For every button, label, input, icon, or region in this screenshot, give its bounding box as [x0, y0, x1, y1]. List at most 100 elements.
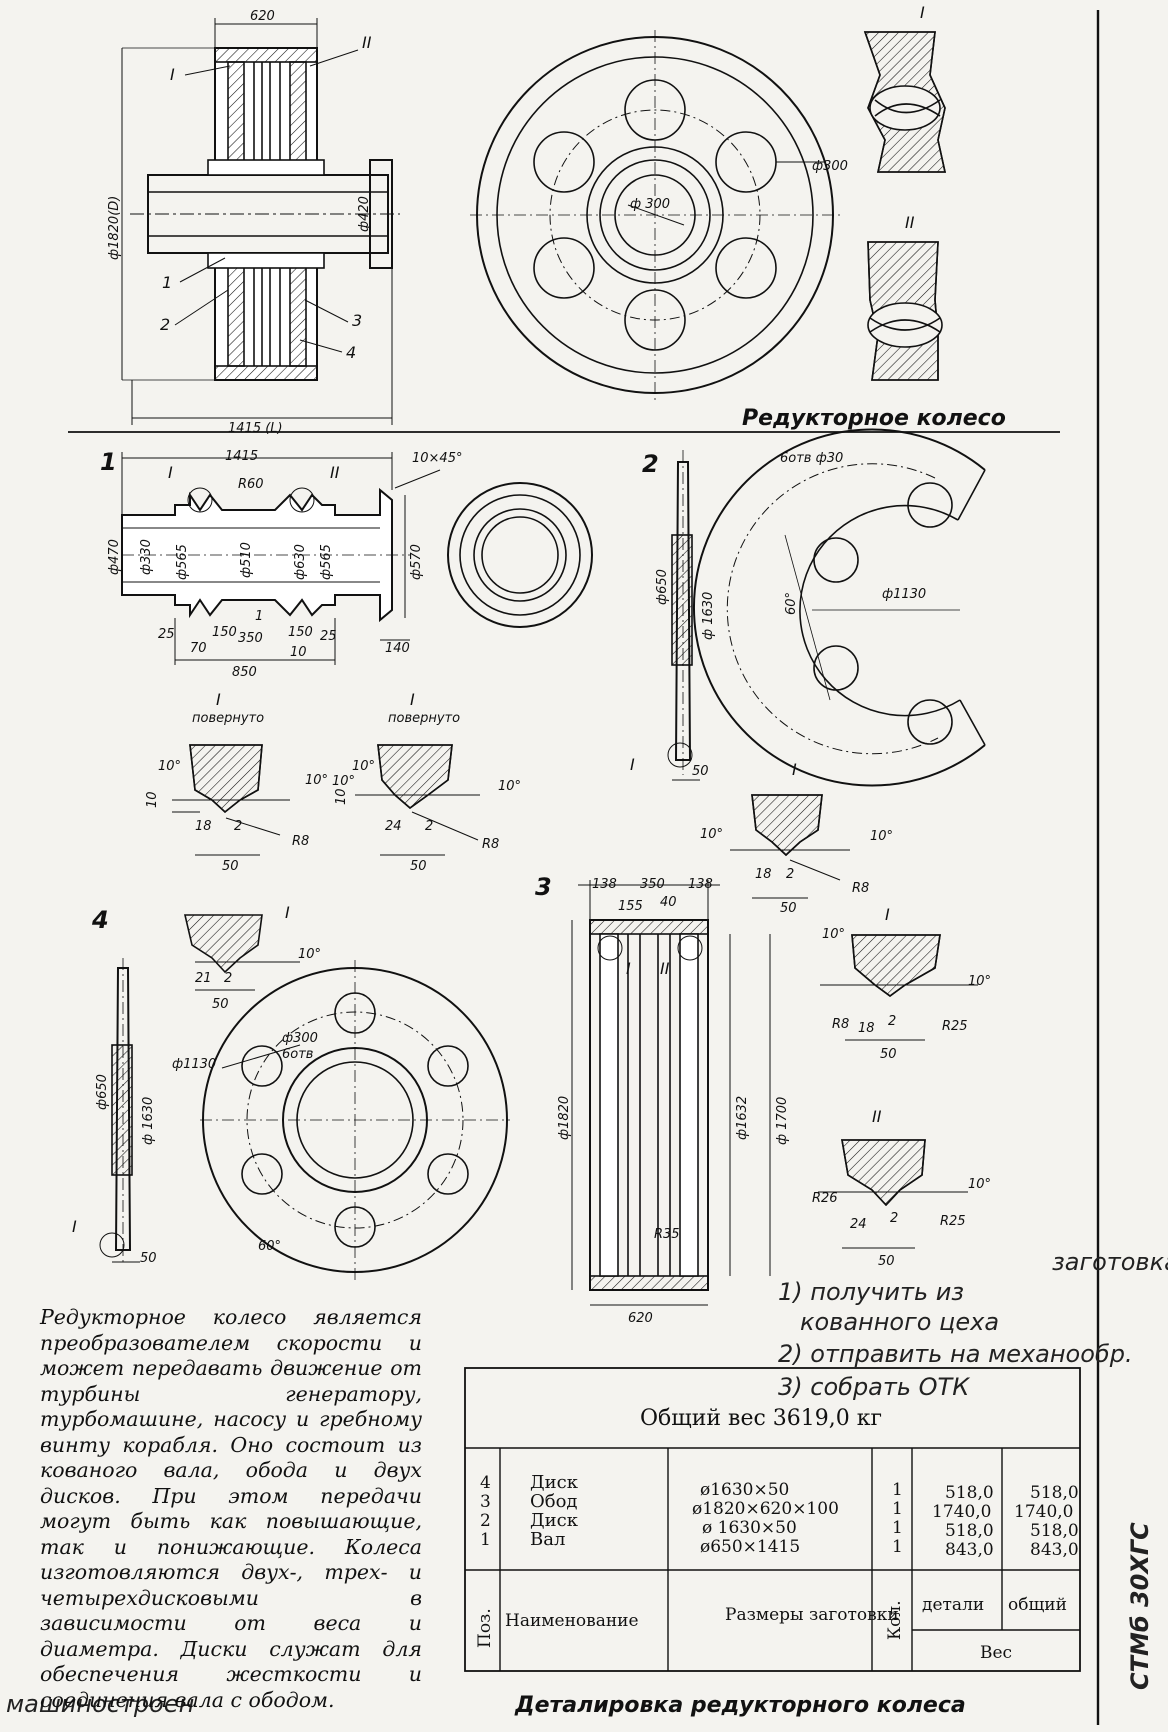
p3-dim-r35: R35 [654, 1227, 680, 1242]
hand-line-0: заготовка [1052, 1248, 1168, 1276]
p3-detI-title: I [885, 905, 890, 924]
p3-detI-angle-b: 10° [968, 974, 991, 989]
table-name-2: Диск [530, 1510, 579, 1531]
p3-dim-1700: ф 1700 [775, 1097, 790, 1145]
p1-detL-50: 50 [222, 859, 239, 874]
part3-detail-I [820, 934, 978, 1041]
p3-detII-angle: 10° [968, 1177, 991, 1192]
p3-detII-2: 2 [890, 1211, 898, 1226]
p2-det-title: I [792, 760, 797, 779]
p1-dim-25a: 25 [158, 627, 175, 642]
part1-labels: 1 1415 10×45° R60 I II ф470 ф330 ф565 ф5… [100, 448, 462, 680]
table-pos-0: 4 [480, 1473, 491, 1493]
p3-detII-24: 24 [850, 1217, 867, 1232]
p3-detI-18: 18 [858, 1021, 875, 1036]
table-header-part: детали [922, 1595, 984, 1615]
p1-dim-350: 350 [238, 631, 263, 646]
front-view-labels: ф 300 ф300 [630, 159, 848, 212]
hand-bottom-note: машиностроен [6, 1690, 194, 1718]
section-II-title: II [905, 213, 915, 232]
table-size-1: ø1820×620×100 [692, 1499, 839, 1519]
p3-detI-r25: R25 [942, 1019, 968, 1034]
p3-detI-angle-a: 10° [822, 927, 845, 942]
callout-II-top: II [362, 33, 372, 52]
p3-dim-1820: ф1820 [557, 1096, 572, 1140]
p2-callout-I: I [630, 755, 635, 774]
part1-detail-right [355, 744, 480, 856]
dim-420: ф420 [357, 196, 372, 232]
handwritten-notes: заготовка 1) получить из кованного цеха … [6, 1248, 1168, 1718]
dim-300-center: ф 300 [630, 197, 670, 212]
p3-dim-138b: 138 [688, 877, 713, 892]
p1-dim-570: ф570 [409, 544, 424, 580]
weld-section-top-I [863, 31, 946, 173]
p2-dim-pcd: ф1130 [882, 587, 926, 602]
part4-front-view [200, 960, 510, 1280]
p1-detL-title: I [216, 690, 221, 709]
callout-2: 2 [160, 315, 170, 334]
p2-dim-60: 60° [784, 592, 799, 615]
p1-detR-angle-b: 10° [332, 774, 355, 789]
p3-dim-1632: ф1632 [735, 1096, 750, 1140]
p3-dim-40: 40 [660, 895, 677, 910]
table-name-1: Обод [530, 1491, 578, 1512]
p3-callout-II: II [660, 959, 670, 978]
part2-detail-labels: I 10° 10° 18 2 50 R8 [700, 760, 893, 916]
p1-detL-angle-b: 10° [305, 773, 328, 788]
assembly-dim-labels: 620 ф1820(D) 1415 (L) ф420 I II 1 2 3 4 [107, 9, 372, 436]
p1-dim-630: ф630 [293, 544, 308, 580]
p1-dim-70: 70 [190, 641, 207, 656]
p1-dim-1: 1 [255, 609, 263, 624]
table-qty-1: 1 [892, 1499, 903, 1519]
p4-dim-holes-b: 6отв [282, 1047, 313, 1062]
part4-detail-labels: I 10° 21 2 50 [195, 903, 321, 1012]
dim-300-hole: ф300 [812, 159, 848, 174]
p2-det-50: 50 [780, 901, 797, 916]
p3-detII-r25: R25 [940, 1214, 966, 1229]
p1-dim-chamfer: 10×45° [412, 451, 462, 466]
p1-detL-subtitle: повернуто [192, 711, 264, 726]
p4-det-2: 2 [224, 971, 232, 986]
part4-number: 4 [91, 906, 109, 934]
p1-dim-10: 10 [290, 645, 307, 660]
p2-dim-holes: 6отв ф30 [780, 451, 843, 466]
table-header-total: общий [1008, 1595, 1067, 1615]
table-pos-3: 1 [480, 1530, 491, 1550]
p3-detI-50: 50 [880, 1047, 897, 1062]
part4-side-labels: 4 ф650 ф 1630 50 I [72, 906, 157, 1266]
p3-detI-2: 2 [888, 1014, 896, 1029]
part3-detail-II [818, 1139, 968, 1249]
p2-det-18: 18 [755, 867, 772, 882]
p1-dim-470: ф470 [107, 539, 122, 575]
hand-line-2: кованного цеха [800, 1308, 999, 1336]
p1-detR-angle-a: 10° [352, 759, 375, 774]
callout-I-top: I [170, 65, 175, 84]
part1-end-view [447, 482, 593, 628]
hand-line-3: 2) отправить на механообр. [778, 1340, 1133, 1368]
table-size-3: ø650×1415 [700, 1537, 800, 1557]
table-pos-1: 3 [480, 1492, 491, 1512]
p1-detR-50: 50 [410, 859, 427, 874]
p1-detR-angle-c: 10° [498, 779, 521, 794]
table-caption: Деталировка редукторного колеса [514, 1693, 966, 1718]
p3-callout-I: I [626, 959, 631, 978]
p3-dim-350: 350 [640, 877, 665, 892]
table-wtotal-2: 518,0 [1030, 1521, 1079, 1541]
table-name-3: Вал [530, 1529, 565, 1550]
part3-detail-I-labels: I 10° 10° R8 18 2 R25 50 [822, 905, 991, 1062]
table-wpart-3: 843,0 [945, 1540, 994, 1560]
p1-callout-II: II [330, 463, 340, 482]
p3-detII-r26: R26 [812, 1191, 838, 1206]
table-size-0: ø1630×50 [700, 1480, 789, 1500]
p1-detR-subtitle: повернуто [388, 711, 460, 726]
part3-rim-drawing [571, 880, 771, 1306]
dim-1820-d: ф1820(D) [107, 196, 122, 260]
part2-number: 2 [642, 450, 659, 478]
p1-detR-24: 24 [385, 819, 402, 834]
p4-dim-pcd: ф1130 [172, 1057, 216, 1072]
part1-number: 1 [100, 448, 117, 476]
table-header-weight: Вес [980, 1643, 1012, 1663]
part2-side-labels: 2 ф650 ф 1630 50 I [630, 450, 716, 779]
p1-dim-25b: 25 [320, 629, 337, 644]
p1-dim-330: ф330 [139, 539, 154, 575]
